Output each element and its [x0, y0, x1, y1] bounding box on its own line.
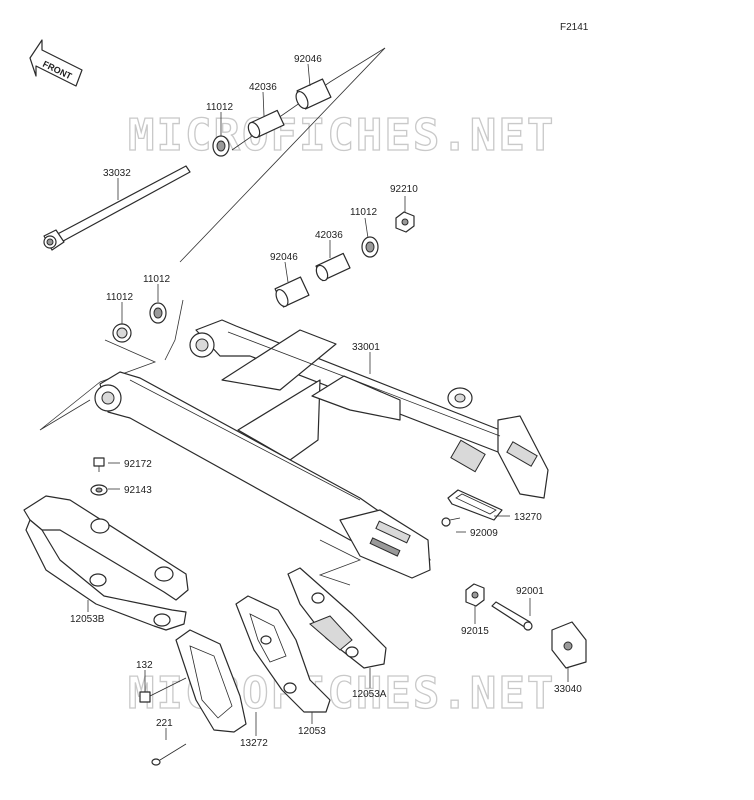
label-11012-left-upper: 11012 — [143, 274, 171, 285]
label-11012-left-lower: 11012 — [106, 292, 134, 303]
guide-12053A — [287, 567, 387, 669]
figure-code: F2141 — [560, 22, 589, 33]
label-33032: 33032 — [103, 168, 131, 179]
seal-11012-left-lower — [112, 323, 132, 343]
plate-13270 — [447, 489, 503, 521]
seal-11012-mid — [361, 236, 379, 258]
seal-11012-top — [212, 135, 230, 157]
bushing-42036-mid — [315, 252, 351, 282]
bolt-92172 — [93, 457, 105, 472]
collar-92046-top — [295, 78, 332, 110]
label-12053: 12053 — [298, 726, 326, 737]
guide-12053 — [235, 595, 331, 713]
label-42036-top: 42036 — [249, 82, 277, 93]
label-92046-top: 92046 — [294, 54, 322, 65]
pivot-shaft-33032 — [43, 165, 191, 251]
label-92001: 92001 — [516, 586, 544, 597]
label-92046-mid: 92046 — [270, 252, 298, 263]
label-leaders — [87, 63, 569, 740]
plate-13272 — [175, 629, 247, 733]
label-12053B: 12053B — [70, 614, 105, 625]
guard-12053B — [23, 495, 189, 631]
screw-221 — [151, 743, 187, 766]
nut-92210 — [395, 211, 415, 233]
label-13270: 13270 — [514, 512, 542, 523]
label-33040: 33040 — [554, 684, 582, 695]
label-92015: 92015 — [461, 626, 489, 637]
bushing-42036-top — [247, 109, 285, 139]
bolt-92001 — [491, 601, 533, 631]
label-132: 132 — [136, 660, 153, 671]
label-12053A: 12053A — [352, 689, 387, 700]
front-arrow-icon: FRONT — [29, 39, 83, 87]
watermark-top: MICROFICHES.NET — [128, 110, 555, 161]
label-11012-top: 11012 — [206, 102, 234, 113]
bolt-92009 — [441, 517, 461, 527]
label-42036-mid: 42036 — [315, 230, 343, 241]
label-221: 221 — [156, 718, 173, 729]
swingarm-33001 — [94, 319, 549, 579]
washer-92143 — [90, 484, 108, 496]
label-92009: 92009 — [470, 528, 498, 539]
seal-11012-left-upper — [149, 302, 167, 324]
label-13272: 13272 — [240, 738, 268, 749]
nut-92015 — [465, 583, 485, 607]
label-92210: 92210 — [390, 184, 418, 195]
collar-92046-mid — [274, 276, 310, 308]
block-33040 — [551, 621, 587, 669]
label-11012-mid: 11012 — [350, 207, 378, 218]
label-92172: 92172 — [124, 459, 152, 470]
label-33001: 33001 — [352, 342, 380, 353]
label-92143: 92143 — [124, 485, 152, 496]
